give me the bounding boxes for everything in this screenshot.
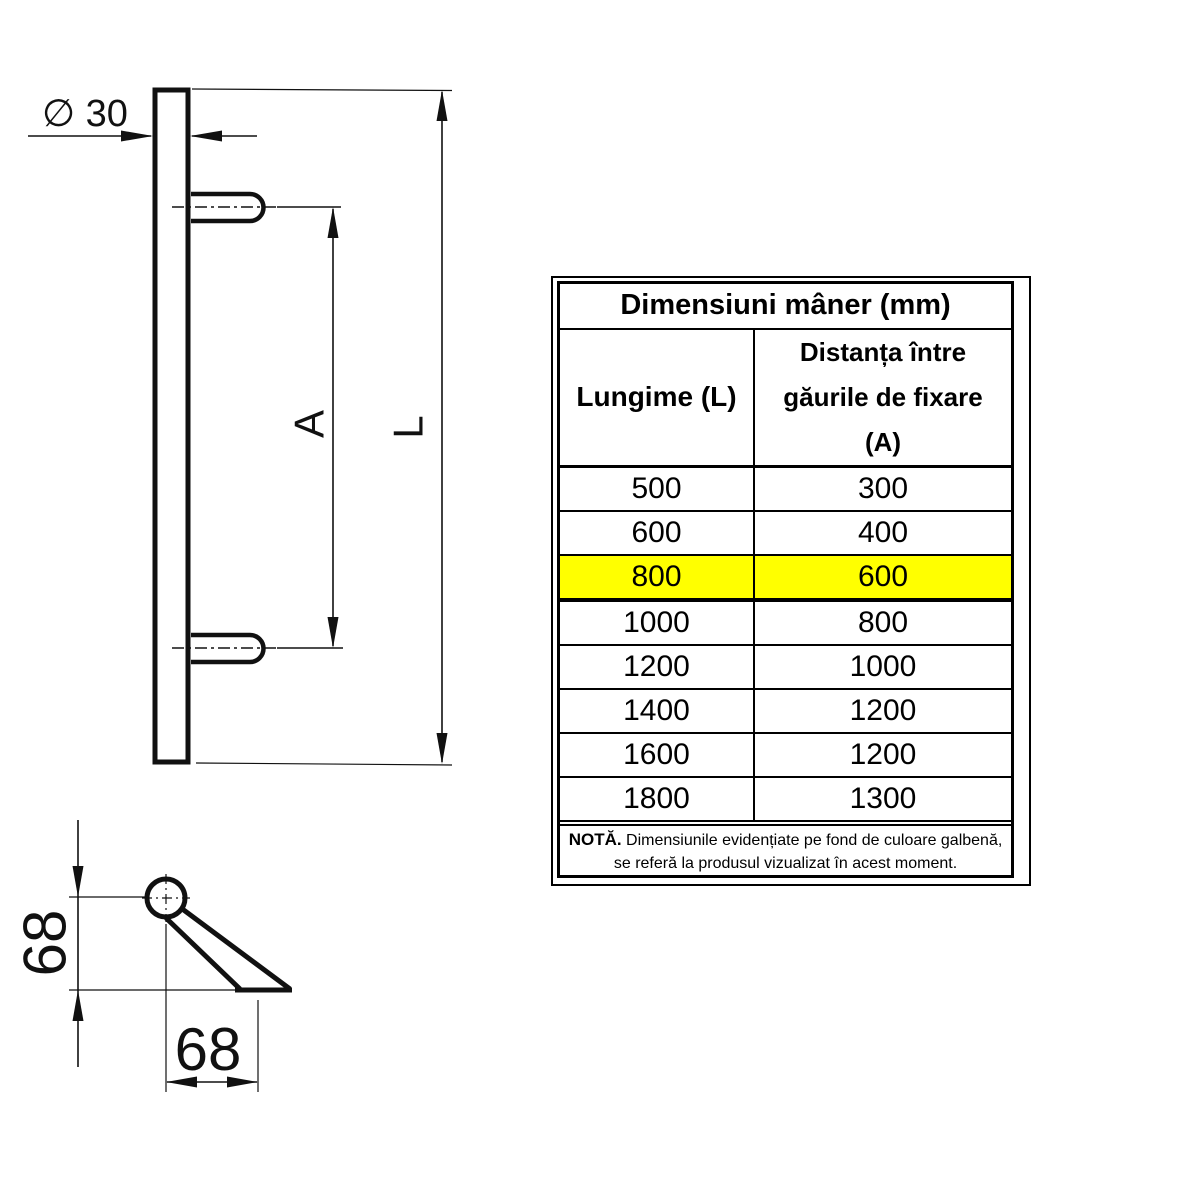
cell-distance: 1200 [753, 690, 1011, 733]
post-centerlines [172, 206, 343, 649]
cell-length: 1600 [623, 738, 690, 772]
column-header-distance: Distanța între găurile de fixare (A) [753, 329, 1011, 465]
cell-distance: 800 [753, 601, 1011, 644]
dimensions-table: Dimensiuni mâner (mm) Lungime (L) Distan… [557, 281, 1014, 878]
table-row: 1800 1300 [560, 778, 1011, 823]
height-label: 68 [12, 910, 79, 977]
cell-distance: 1000 [753, 645, 1011, 688]
cell-distance: 1200 [753, 734, 1011, 777]
cell-length: 600 [631, 515, 682, 549]
length-dimension: L [191, 88, 453, 766]
cell-distance: 400 [753, 511, 1011, 554]
diameter-dimension: ∅ 30 [28, 93, 257, 142]
mounting-leg [164, 905, 292, 993]
table-row: 1200 1000 [560, 645, 1011, 690]
table-row-highlighted: 800 600 [560, 555, 1011, 602]
height-dimension: 68 [12, 820, 238, 1067]
cell-length: 1200 [623, 649, 690, 683]
table-title: Dimensiuni mâner (mm) [560, 284, 1011, 330]
handle-technical-drawing: ∅ 30 A L [12, 87, 453, 1092]
cell-length: 1800 [623, 782, 690, 816]
table-row: 1600 1200 [560, 734, 1011, 779]
handle-bar-outline [152, 87, 191, 765]
hole-distance-dimension: A [286, 207, 339, 648]
column-header-length: Lungime (L) [576, 381, 737, 413]
note-label: NOTĂ. [568, 830, 622, 850]
table-header-row: Lungime (L) Distanța între găurile de fi… [560, 329, 1011, 468]
table-row: 1000 800 [560, 601, 1011, 646]
handle-front-view: ∅ 30 A L [28, 87, 453, 766]
cell-length: 1400 [623, 694, 690, 727]
depth-dimension: 68 [166, 1000, 259, 1092]
section-centerlines [142, 874, 190, 1092]
cell-distance: 1300 [753, 778, 1011, 821]
cell-distance: 600 [753, 555, 1011, 598]
diameter-label: ∅ 30 [42, 93, 128, 135]
hole-distance-label: A [286, 410, 333, 438]
cell-length: 800 [631, 559, 682, 593]
dimensions-table-frame: Dimensiuni mâner (mm) Lungime (L) Distan… [551, 276, 1031, 886]
table-row: 1400 1200 [560, 690, 1011, 735]
table-note: NOTĂ. Dimensiunile evidențiate pe fond d… [560, 824, 1011, 875]
note-text: Dimensiunile evidențiate pe fond de culo… [613, 832, 1003, 873]
depth-label: 68 [175, 1016, 242, 1083]
length-label: L [385, 415, 432, 438]
cell-distance: 300 [753, 467, 1011, 510]
handle-side-view: 68 68 [12, 820, 292, 1092]
table-row: 600 400 [560, 511, 1011, 556]
cell-length: 500 [631, 471, 682, 505]
table-row: 500 300 [560, 467, 1011, 512]
cell-length: 1000 [623, 605, 690, 639]
